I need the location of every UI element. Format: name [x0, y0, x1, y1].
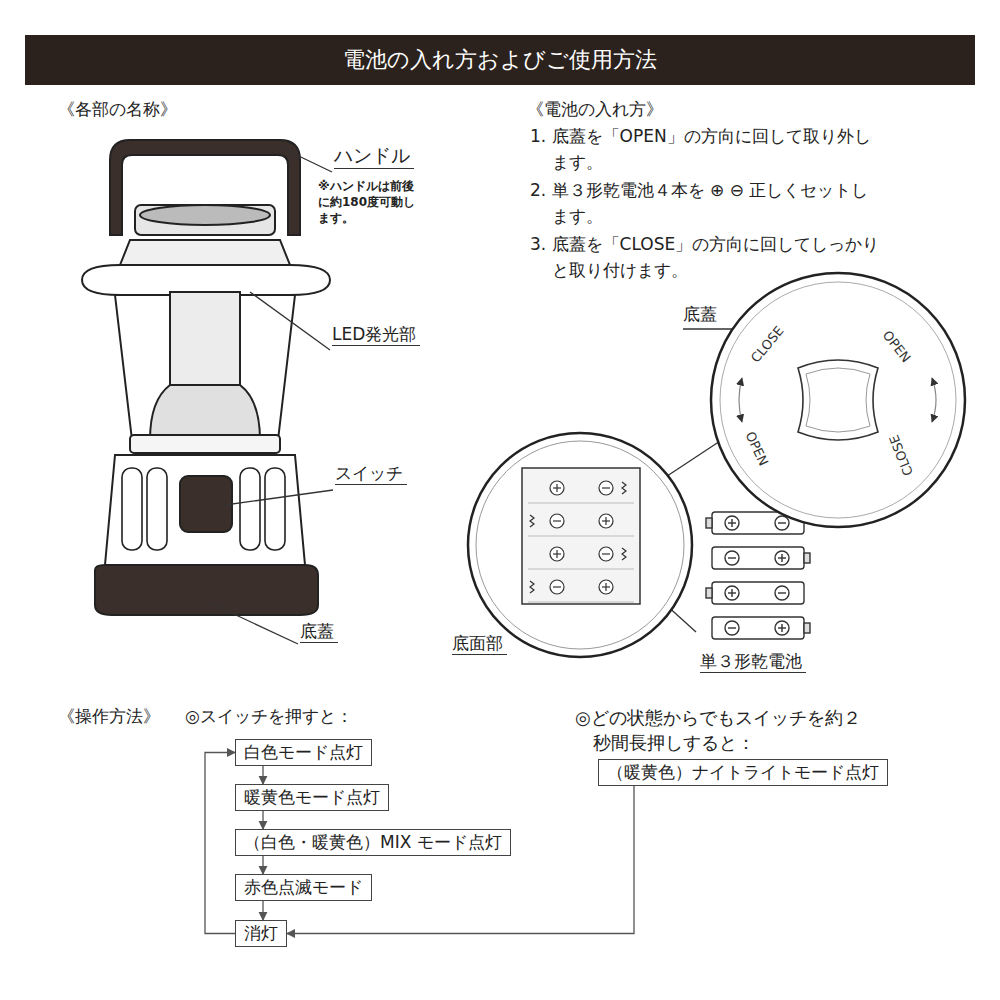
minus-symbol — [599, 481, 613, 495]
mode-box: 消灯 — [235, 920, 287, 947]
minus-symbol — [599, 547, 613, 561]
note: ※ハンドルは前後に約180度可動します。 — [318, 178, 422, 227]
flow-arrow — [262, 856, 263, 874]
base-slot — [265, 468, 285, 550]
base-slot — [240, 468, 260, 550]
label: ◎どの状態からでもスイッチを約２秒間長押しすると： — [575, 705, 863, 755]
title: 電池の入れ方およびご使用方法 — [343, 45, 657, 75]
mode-box: （暖黄色）ナイトライトモード点灯 — [598, 759, 888, 786]
part-name: LED発光部 — [332, 323, 420, 346]
mode-box: 赤色点滅モード — [235, 874, 372, 901]
minus-symbol — [725, 621, 739, 635]
plus-symbol — [599, 514, 613, 528]
flow-arrow — [262, 766, 263, 784]
minus-symbol — [550, 514, 564, 528]
plus-symbol — [725, 516, 739, 530]
mode-text: 白色モード点灯 — [244, 742, 363, 762]
mode-box: 白色モード点灯 — [235, 739, 372, 766]
mode-text: 消灯 — [244, 923, 278, 943]
title-band: 電池の入れ方およびご使用方法 — [25, 35, 975, 85]
instruction-step: 2. 単３形乾電池４本を ⊕ ⊖ 正しくセットします。 — [530, 178, 882, 229]
plus-symbol — [550, 481, 564, 495]
minus-symbol — [775, 516, 789, 530]
part-name: 単３形乾電池 — [700, 650, 806, 673]
part-name: 底蓋 — [683, 303, 717, 325]
flow-arrow — [262, 901, 263, 920]
label: ◎スイッチを押すと： — [185, 705, 353, 727]
spring — [622, 482, 626, 494]
label: 《各部の名称》 — [58, 98, 177, 120]
minus-symbol — [775, 586, 789, 600]
instruction-step: 1. 底蓋を「OPEN」の方向に回して取り外します。 — [530, 124, 882, 175]
plus-symbol — [725, 586, 739, 600]
mode-box: （白色・暖黄色）MIX モード点灯 — [235, 829, 511, 856]
mode-text: 赤色点滅モード — [244, 877, 363, 897]
mode-box: 暖黄色モード点灯 — [235, 784, 389, 811]
label: 《操作方法》 — [58, 705, 160, 727]
part-name: ハンドル — [334, 143, 414, 169]
base-slot — [147, 468, 167, 550]
mode-text: （白色・暖黄色）MIX モード点灯 — [244, 832, 502, 852]
plus-symbol — [599, 580, 613, 594]
part-name: 底面部 — [452, 632, 507, 655]
spring — [530, 515, 534, 527]
aa-battery — [712, 617, 804, 639]
aa-battery — [712, 547, 804, 569]
plus-symbol — [775, 551, 789, 565]
flow-arrow — [262, 811, 263, 829]
aa-battery — [712, 582, 804, 604]
plus-symbol — [550, 547, 564, 561]
flow-arrow — [205, 753, 235, 934]
spring — [622, 548, 626, 560]
instruction-step: 3. 底蓋を「CLOSE」の方向に回してしっかりと取り付けます。 — [530, 232, 882, 283]
mode-text: 暖黄色モード点灯 — [244, 787, 380, 807]
label: 《電池の入れ方》 — [527, 98, 663, 120]
base-slot — [122, 468, 142, 550]
plus-symbol — [775, 621, 789, 635]
part-name: スイッチ — [335, 462, 407, 485]
minus-symbol — [550, 580, 564, 594]
mode-text: （暖黄色）ナイトライトモード点灯 — [607, 762, 879, 782]
spring — [530, 581, 534, 593]
minus-symbol — [725, 551, 739, 565]
part-name: 底蓋 — [300, 620, 338, 643]
